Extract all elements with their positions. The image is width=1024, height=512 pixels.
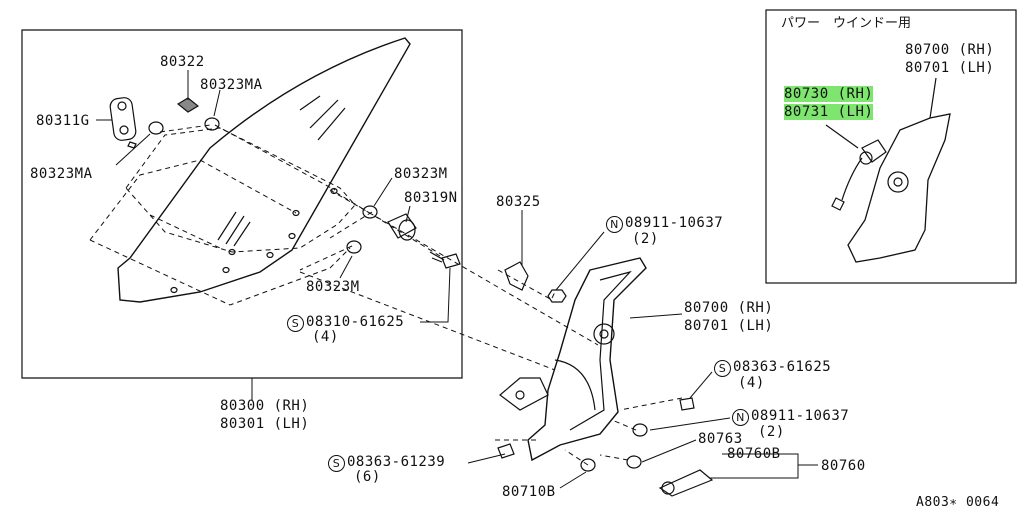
label-nut-right-qty: (2): [758, 424, 785, 440]
label-80763: 80763: [698, 431, 743, 447]
highlight-80731: 80731: [784, 104, 829, 120]
label-80760: 80760: [821, 458, 866, 474]
label-80710b: 80710B: [502, 484, 556, 500]
screw-symbol: S: [287, 315, 304, 332]
label-inset-motor-lh: 80731 (LH): [784, 104, 874, 120]
nut-symbol: N: [606, 216, 623, 233]
inset-power-regulator: [825, 77, 951, 263]
glass-group-frame: [21, 29, 463, 379]
label-80322: 80322: [160, 54, 205, 70]
label-80311g: 80311G: [36, 113, 90, 129]
label-80323m-top: 80323M: [394, 166, 448, 182]
diagram-code: A803∗ 0064: [916, 495, 1000, 510]
label-inset-80700: 80700 (RH): [905, 42, 995, 58]
window-regulator: [497, 257, 714, 497]
door-glass: [117, 37, 411, 303]
label-80300: 80300 (RH): [220, 398, 310, 414]
inset-title: パワー ウインドー用: [781, 16, 912, 31]
label-inset-motor-rh: 80730 (RH): [784, 86, 874, 102]
label-80701: 80701 (LH): [684, 318, 774, 334]
glass-fasteners: [109, 97, 461, 269]
screw-symbol: S: [328, 455, 345, 472]
label-bolt-glass-qty: (4): [312, 329, 339, 345]
label-80323m-bottom: 80323M: [306, 279, 360, 295]
label-bolt-left-qty: (6): [354, 469, 381, 485]
label-80319n: 80319N: [404, 190, 458, 206]
label-80301: 80301 (LH): [220, 416, 310, 432]
label-80760b: 80760B: [727, 446, 781, 462]
label-80325: 80325: [496, 194, 541, 210]
highlight-80730: 80730: [784, 86, 829, 102]
label-80700: 80700 (RH): [684, 300, 774, 316]
label-inset-80701: 80701 (LH): [905, 60, 995, 76]
label-bolt-right-qty: (4): [738, 375, 765, 391]
label-nut-top-qty: (2): [632, 231, 659, 247]
nut-symbol: N: [732, 409, 749, 426]
screw-symbol: S: [714, 360, 731, 377]
power-window-inset-frame: [765, 9, 1017, 284]
label-80323ma-top: 80323MA: [200, 77, 263, 93]
leader-lines: [96, 70, 818, 489]
label-80323ma-left: 80323MA: [30, 166, 93, 182]
